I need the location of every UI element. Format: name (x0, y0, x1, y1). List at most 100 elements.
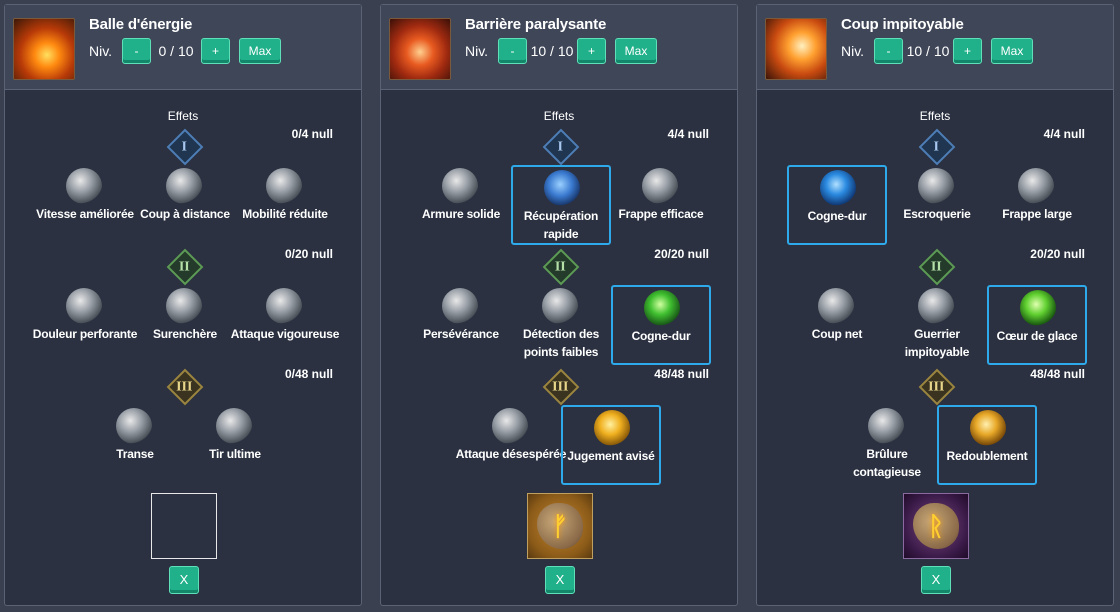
skill-name: Coup impitoyable (841, 16, 964, 33)
tier-2-badge: II (918, 248, 956, 286)
effect-option[interactable]: Persévérance (411, 285, 511, 365)
skill-panel-barriere-paralysante: Barrière paralysante Niv. - 10 / 10 + Ma… (380, 4, 738, 606)
rune-stone-icon (537, 503, 583, 549)
effect-option[interactable]: Coup à distance (135, 165, 235, 245)
effect-option[interactable]: Armure solide (411, 165, 511, 245)
effect-option[interactable]: Tir ultime (185, 405, 285, 485)
effect-option[interactable]: Douleur perforante (33, 285, 137, 365)
effect-option-selected[interactable]: Jugement avisé (561, 405, 661, 485)
level-label: Niv. (465, 43, 489, 59)
effect-option[interactable]: Escroquerie (887, 165, 987, 245)
head-aura-icon (442, 288, 478, 324)
tier-1-badge: I (918, 128, 956, 166)
level-value: 10 / 10 (906, 43, 950, 59)
effects-heading: Effets (543, 109, 575, 123)
effect-option-selected[interactable]: Récupération rapide (511, 165, 611, 245)
tier-3-count: 48/48 null (654, 367, 709, 381)
tier-2-count: 0/20 null (284, 247, 333, 261)
level-decrease-button[interactable]: - (874, 38, 903, 64)
up-arrow-burst-icon (166, 288, 202, 324)
effects-heading: Effets (919, 109, 951, 123)
skill-name: Barrière paralysante (465, 16, 607, 33)
effect-option-selected[interactable]: Cogne-dur (611, 285, 711, 365)
effect-option[interactable]: Attaque vigoureuse (231, 285, 339, 365)
tier-1-count: 4/4 null (667, 127, 709, 141)
tier-1-badge: I (166, 128, 204, 166)
level-max-button[interactable]: Max (239, 38, 281, 64)
effect-option[interactable]: Transe (85, 405, 185, 485)
skill-panel-balle-energie: Balle d'énergie Niv. - 0 / 10 + Max Effe… (4, 4, 362, 606)
level-label: Niv. (841, 43, 865, 59)
level-value: 10 / 10 (530, 43, 574, 59)
level-max-button[interactable]: Max (991, 38, 1033, 64)
remove-rune-button[interactable]: X (921, 566, 951, 594)
golden-ring-icon (970, 410, 1006, 446)
arrows-up-icon (216, 408, 252, 444)
effect-option[interactable]: Surenchère (135, 285, 235, 365)
effect-option[interactable]: Frappe efficace (611, 165, 711, 245)
rune-slot-empty[interactable] (151, 493, 217, 559)
tier-3-badge: III (918, 368, 956, 406)
strike-down-icon (642, 168, 678, 204)
effect-option[interactable]: Guerrier impitoyable (887, 285, 987, 365)
compass-icon (1018, 168, 1054, 204)
skill-panel-coup-impitoyable: Coup impitoyable Niv. - 10 / 10 + Max Ef… (756, 4, 1114, 606)
skill-header: Barrière paralysante Niv. - 10 / 10 + Ma… (381, 5, 737, 90)
boot-icon (266, 168, 302, 204)
golden-swirl-icon (594, 410, 630, 446)
tier-3-count: 48/48 null (1030, 367, 1085, 381)
rune-glyph: ᚱ (928, 511, 944, 541)
effect-option[interactable]: Attaque désespérée (456, 405, 566, 485)
effect-option-selected[interactable]: Cogne-dur (787, 165, 887, 245)
tier-2-badge: II (166, 248, 204, 286)
skill-header: Balle d'énergie Niv. - 0 / 10 + Max (5, 5, 361, 90)
remove-rune-button[interactable]: X (169, 566, 199, 594)
boot-icon (918, 168, 954, 204)
rune-stone-icon (913, 503, 959, 549)
level-increase-button[interactable]: + (577, 38, 606, 64)
armor-icon (442, 168, 478, 204)
level-label: Niv. (89, 43, 113, 59)
effects-heading: Effets (167, 109, 199, 123)
hourglass-icon (544, 170, 580, 206)
rushing-fist-icon (266, 288, 302, 324)
spike-burst-icon (66, 288, 102, 324)
rune-slot-orange[interactable]: ᚠ (527, 493, 593, 559)
skill-header: Coup impitoyable Niv. - 10 / 10 + Max (757, 5, 1113, 90)
energy-ball-skill-icon (13, 18, 75, 80)
effect-option[interactable]: Coup net (787, 285, 887, 365)
rune-slot-purple[interactable]: ᚱ (903, 493, 969, 559)
tier-3-count: 0/48 null (284, 367, 333, 381)
crossed-swords-icon (918, 288, 954, 324)
tier-3-badge: III (166, 368, 204, 406)
level-increase-button[interactable]: + (201, 38, 230, 64)
level-decrease-button[interactable]: - (498, 38, 527, 64)
effect-option[interactable]: Frappe large (987, 165, 1087, 245)
effect-option[interactable]: Détection des points faibles (511, 285, 611, 365)
tier-2-badge: II (542, 248, 580, 286)
effect-option[interactable]: Vitesse améliorée (35, 165, 135, 245)
barrier-skill-icon (389, 18, 451, 80)
grasping-hand-icon (492, 408, 528, 444)
effect-option[interactable]: Brûlure contagieuse (837, 405, 937, 485)
tier-2-count: 20/20 null (654, 247, 709, 261)
level-increase-button[interactable]: + (953, 38, 982, 64)
blue-orb-icon (820, 170, 856, 206)
tier-1-count: 0/4 null (291, 127, 333, 141)
arrow-claw-icon (166, 168, 202, 204)
tier-1-count: 4/4 null (1043, 127, 1085, 141)
skull-target-icon (542, 288, 578, 324)
remove-rune-button[interactable]: X (545, 566, 575, 594)
tier-1-badge: I (542, 128, 580, 166)
effect-option[interactable]: Mobilité réduite (235, 165, 335, 245)
down-arrow-icon (116, 408, 152, 444)
level-max-button[interactable]: Max (615, 38, 657, 64)
effect-option-selected[interactable]: Redoublement (937, 405, 1037, 485)
rune-glyph: ᚠ (552, 511, 568, 541)
shield-swirl-icon (66, 168, 102, 204)
green-orb-icon (644, 290, 680, 326)
crossed-slash-icon (818, 288, 854, 324)
effect-option-selected[interactable]: Cœur de glace (987, 285, 1087, 365)
level-decrease-button[interactable]: - (122, 38, 151, 64)
level-value: 0 / 10 (158, 43, 194, 59)
